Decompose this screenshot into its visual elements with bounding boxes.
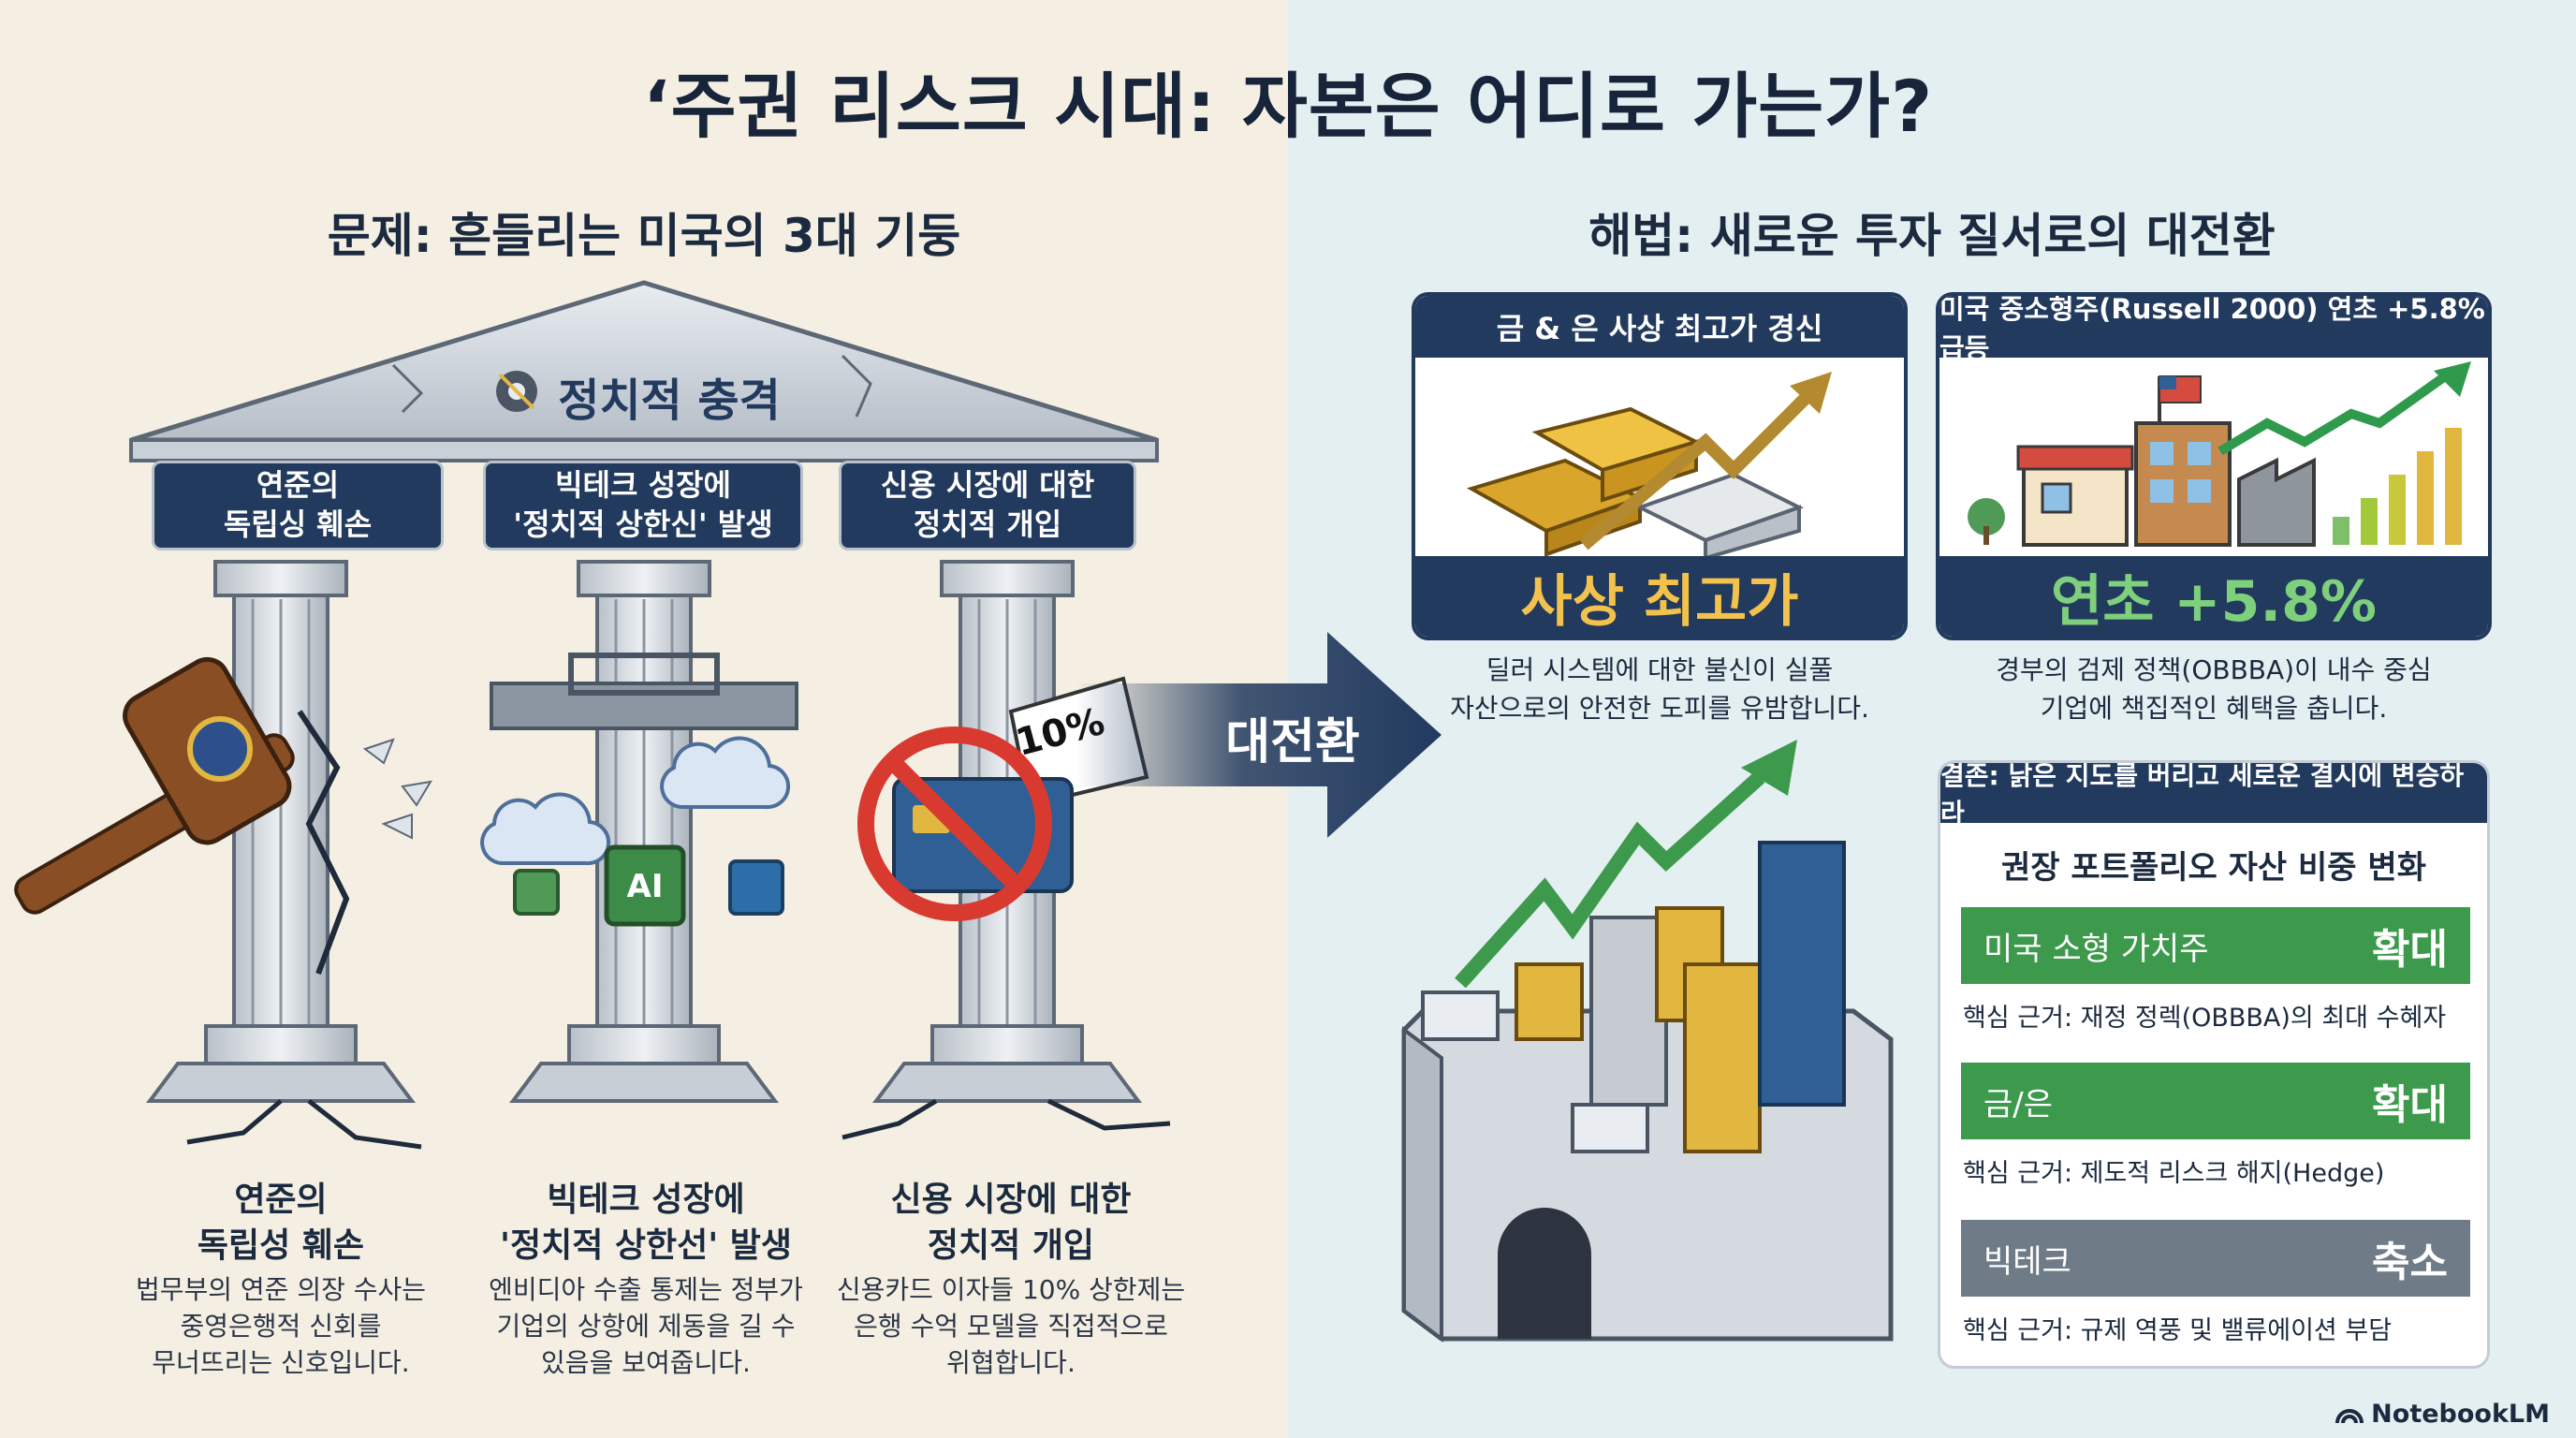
allocation-row-bigtech: 빅테크 축소 (1961, 1220, 2470, 1297)
ai-chip-label: AI (627, 868, 664, 905)
allocation-reason: 핵심 근거: 규제 역풍 및 밸류에이션 부담 (1963, 1316, 2393, 1345)
gold-silver-highlight: 사상 최고가 (1415, 556, 1904, 637)
allocation-action: 축소 (2372, 1239, 2448, 1286)
factory-chart-icon (1968, 361, 2471, 547)
notebooklm-logo: NotebookLM (2335, 1400, 2550, 1429)
small-cap-card: 미국 중소형주(Russell 2000) 연초 +5.8% 급등 연초 +5.… (1936, 292, 2492, 640)
chip-icons (480, 736, 791, 927)
allocation-reason: 핵심 근거: 재정 정렉(OBBBA)의 최대 수혜자 (1963, 1004, 2447, 1033)
allocation-action: 확대 (2372, 1081, 2448, 1129)
allocation-name: 미국 소형 가치주 (1983, 930, 2209, 968)
pediment-label: 정치적 충격 (558, 374, 781, 427)
right-heading: 해법: 새로운 투자 질서로의 대전환 (1588, 209, 2276, 263)
pillar-2 (490, 560, 798, 1103)
small-cap-card-header: 미국 중소형주(Russell 2000) 연초 +5.8% 급등 (1939, 296, 2488, 364)
growth-fortress-illustration (1401, 740, 1894, 1343)
gold-silver-card: 금 & 은 사상 최고가 경신 사상 최고가 (1412, 292, 1908, 640)
gold-bars-icon (1466, 372, 1832, 558)
pillar-1 (146, 560, 432, 1150)
page-title: ‘주권 리스크 시대: 자본은 어디로 가는가? (642, 65, 1934, 148)
gavel-icon (14, 656, 295, 915)
portfolio-subtitle: 권장 포트폴리오 자산 비중 변화 (2001, 849, 2426, 887)
conclusion-header: 결존: 낡은 지도를 버리고 세로운 결시에 변승하라 (1940, 763, 2487, 829)
left-heading: 문제: 흔들리는 미국의 3대 기둥 (327, 209, 961, 263)
gold-silver-card-header: 금 & 은 사상 최고가 경신 (1415, 296, 1904, 358)
allocation-action: 확대 (2372, 926, 2448, 974)
gear-icon (496, 371, 537, 412)
allocation-name: 빅테크 (1983, 1242, 2071, 1281)
allocation-row-small-value: 미국 소형 가치주 확대 (1961, 907, 2470, 984)
notebooklm-logo-icon (2335, 1408, 2364, 1423)
small-cap-highlight: 연초 +5.8% (1939, 556, 2488, 637)
conclusion-panel: 결존: 낡은 지도를 버리고 세로운 결시에 변승하라 권장 포트폴리오 자산 … (1938, 760, 2490, 1369)
beam-label-2: 빅테크 성장에'정치적 상한신' 발생 (483, 461, 803, 550)
pillar-2-title: 빅테크 성장에'정치적 상한선' 발생 (499, 1181, 793, 1265)
transition-label: 대전환 (1225, 714, 1360, 770)
allocation-name: 금/은 (1983, 1085, 2054, 1123)
allocation-row-gold-silver: 금/은 확대 (1961, 1063, 2470, 1139)
transition-arrow-icon (1076, 632, 1442, 838)
allocation-reason: 핵심 근거: 제도적 리스크 해지(Hedge) (1963, 1159, 2385, 1188)
